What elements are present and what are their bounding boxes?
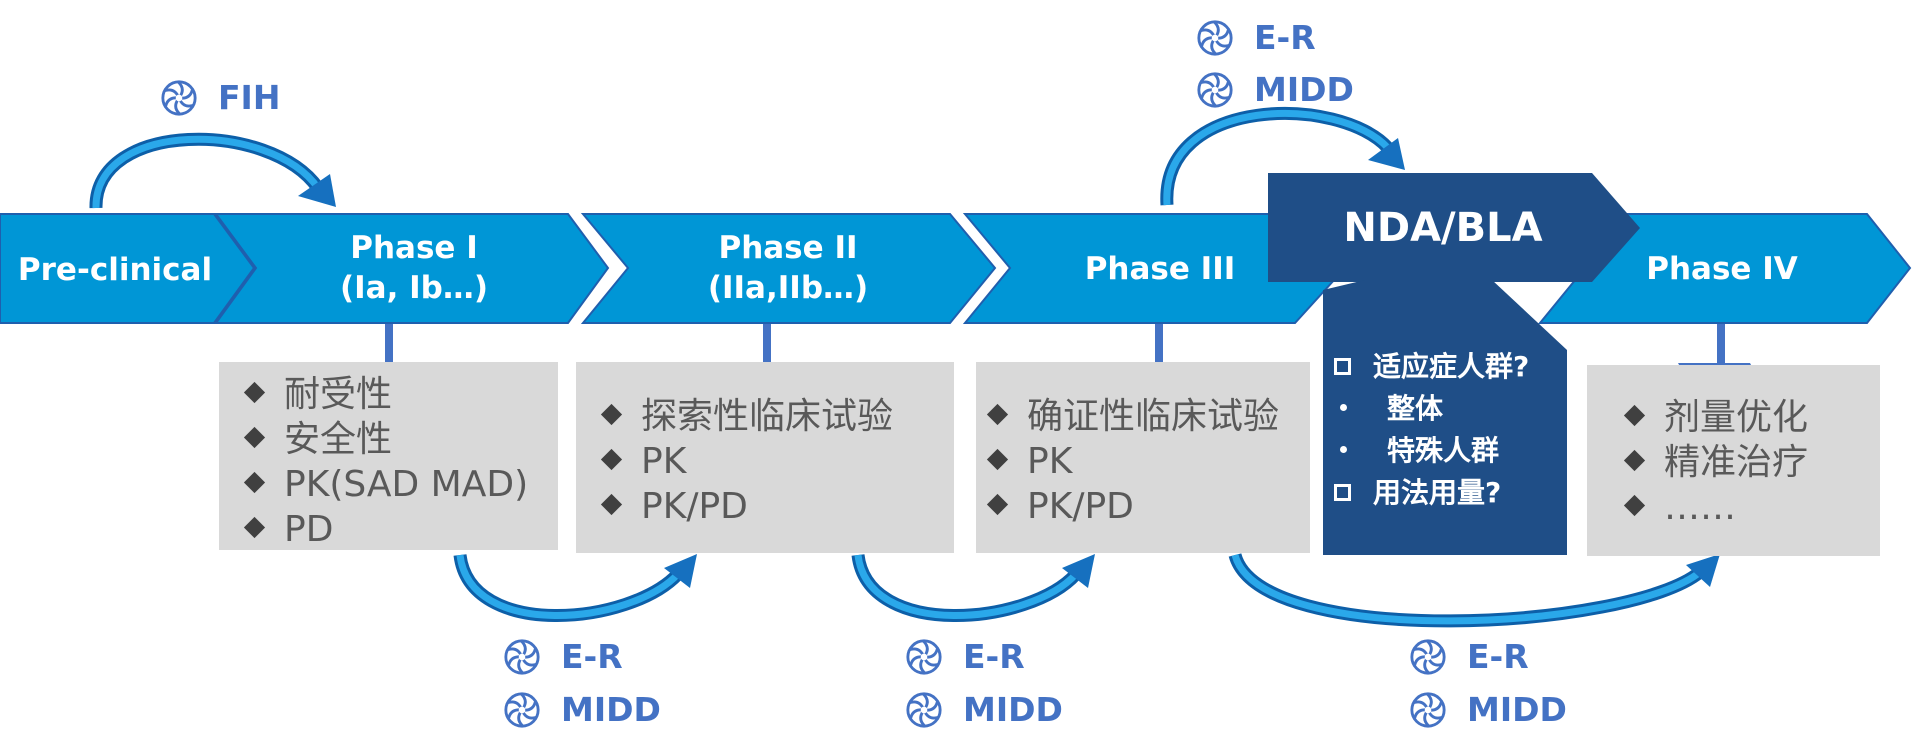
tag-er-2: E-R (905, 637, 1025, 676)
label-preclinical: Pre-clinical (18, 252, 212, 288)
swirl-icon (1197, 19, 1233, 56)
diamond-bullet-icon (243, 471, 266, 493)
phase3-item: PK/PD (986, 484, 1310, 529)
swirl-icon (1197, 71, 1233, 108)
tag-midd-2: MIDD (905, 690, 1063, 729)
nda-item-indication: 适应症人群? (1334, 346, 1529, 388)
chevron-band (0, 173, 1912, 555)
phase4-box: 剂量优化 精准治疗 …… (1587, 365, 1880, 556)
phase4-item: …… (1623, 485, 1880, 530)
diamond-bullet-icon (243, 516, 266, 538)
diamond-bullet-icon (600, 493, 623, 515)
label-phase3: Phase III (1085, 251, 1236, 287)
arrow-fih (89, 132, 336, 209)
nda-item-dosage: 用法用量? (1334, 472, 1529, 514)
label-phase1-title: Phase I (350, 230, 478, 266)
arrow-phase3-phase4 (1228, 552, 1720, 628)
arrow-phase1-phase2 (453, 553, 697, 622)
nda-subitem-overall: 整体 (1334, 388, 1529, 430)
tag-midd-1: MIDD (503, 690, 661, 729)
phase3-item: 确证性临床试验 (986, 394, 1310, 439)
label-phase2-sub: (IIa,IIb…) (708, 270, 868, 306)
label-phase1-sub: (Ia, Ib…) (340, 270, 488, 306)
nda-body-shape (1323, 280, 1567, 555)
tag-midd-top: MIDD (1196, 70, 1354, 109)
diamond-bullet-icon (600, 403, 623, 425)
phase1-box: 耐受性 安全性 PK(SAD MAD) PD (219, 362, 558, 550)
label-nda: NDA/BLA (1343, 205, 1542, 251)
swirl-icon (1410, 691, 1446, 728)
chevron-phase2 (580, 213, 997, 324)
diamond-bullet-icon (1623, 449, 1646, 471)
phase4-item: 剂量优化 (1623, 395, 1880, 440)
nda-header-shape (1268, 173, 1640, 282)
diamond-bullet-icon (243, 381, 266, 403)
chevron-preclinical (0, 213, 256, 324)
dot-bullet-icon (1340, 445, 1347, 453)
swirl-icon (906, 691, 942, 728)
tag-er-1: E-R (503, 637, 623, 676)
swirl-icon (906, 638, 942, 675)
tag-er-top: E-R (1196, 18, 1316, 57)
arrow-phase2-phase3 (851, 553, 1095, 622)
phase1-item: PD (243, 507, 558, 552)
phase3-box: 确证性临床试验 PK PK/PD (976, 362, 1310, 553)
phase4-item: 精准治疗 (1623, 440, 1880, 485)
tag-midd-3: MIDD (1409, 690, 1567, 729)
phase2-item: PK (600, 439, 954, 484)
label-phase4: Phase IV (1646, 251, 1798, 287)
diamond-bullet-icon (986, 448, 1009, 470)
diamond-bullet-icon (600, 448, 623, 470)
curved-arrows (89, 106, 1720, 628)
swirl-icon (1410, 638, 1446, 675)
swirl-icon (504, 638, 540, 675)
diamond-bullet-icon (986, 493, 1009, 515)
swirl-icon (161, 79, 197, 116)
chevron-phase1 (214, 213, 610, 324)
phase2-item: 探索性临床试验 (600, 394, 954, 439)
phase2-item: PK/PD (600, 484, 954, 529)
nda-subitem-special: 特殊人群 (1334, 430, 1529, 472)
swirl-icon (504, 691, 540, 728)
tag-er-3: E-R (1409, 637, 1529, 676)
square-checkbox-icon (1334, 357, 1351, 375)
square-checkbox-icon (1334, 483, 1351, 501)
tag-fih: FIH (160, 78, 280, 117)
phase2-box: 探索性临床试验 PK PK/PD (576, 362, 954, 553)
phase3-item: PK (986, 439, 1310, 484)
phase1-item: 耐受性 (243, 372, 558, 417)
diamond-bullet-icon (986, 403, 1009, 425)
nda-considerations: 适应症人群? 整体 特殊人群 用法用量? (1334, 346, 1529, 514)
dot-bullet-icon (1340, 403, 1347, 411)
diamond-bullet-icon (1623, 494, 1646, 516)
chevron-labels: Pre-clinical Phase I (Ia, Ib…) Phase II … (18, 205, 1798, 306)
phase1-item: PK(SAD MAD) (243, 462, 558, 507)
label-phase2-title: Phase II (718, 230, 857, 266)
arrow-nda (1160, 106, 1405, 206)
diamond-bullet-icon (1623, 404, 1646, 426)
diamond-bullet-icon (243, 426, 266, 448)
phase1-item: 安全性 (243, 417, 558, 462)
